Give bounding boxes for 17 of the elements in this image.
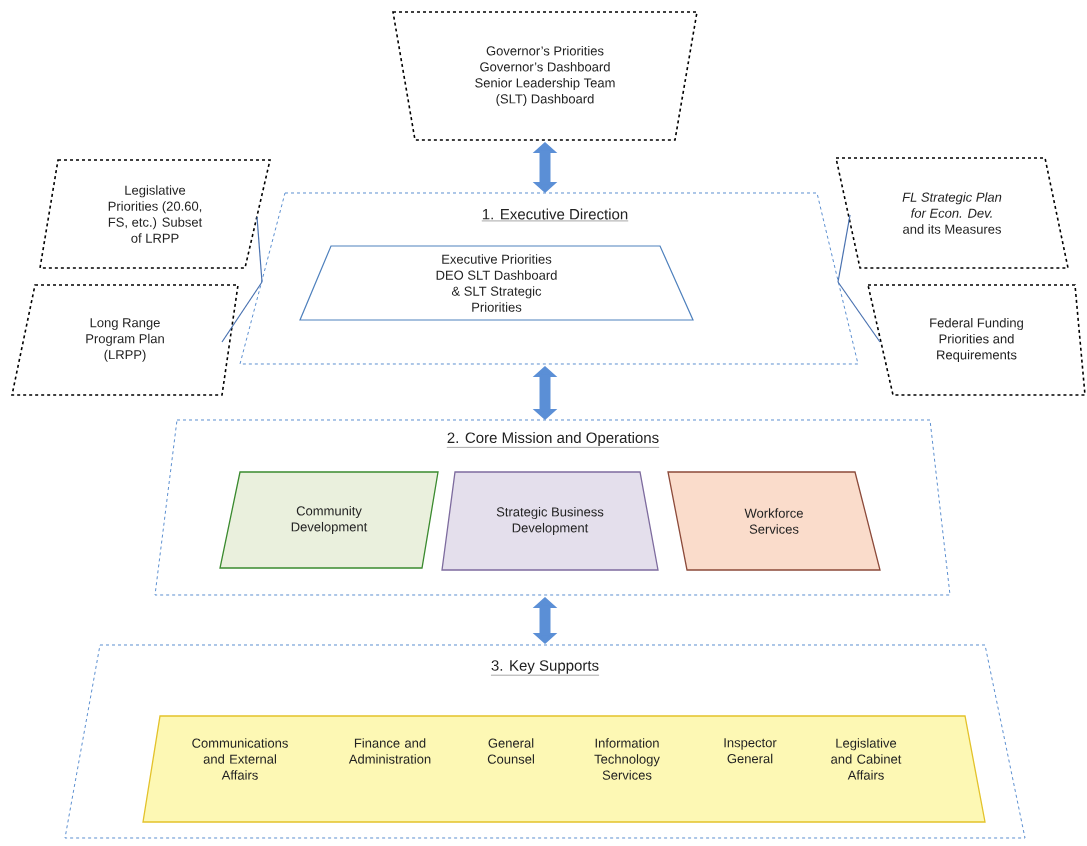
connector-line: [837, 281, 881, 343]
priorities-box: Executive Priorities DEO SLT Dashboard & SLT Strategic Priorities: [299, 245, 694, 321]
connector-line: [256, 216, 263, 283]
dashed-parallelogram: Governor’s Priorities Governor’s Dashboard Senior Leadership Team (SLT) Dashboard: [392, 11, 698, 141]
division-box: Community Development: [219, 471, 439, 569]
division-box: Strategic Business Development: [441, 471, 659, 571]
dashed-parallelogram: Federal Funding Priorities and Requirements: [867, 284, 1086, 396]
connector-line: [221, 281, 263, 343]
dashed-parallelogram: Long Range Program Plan (LRPP): [11, 284, 239, 396]
dashed-parallelogram: Legislative Priorities (20.60, FS, etc.) Subset of LRPP: [39, 159, 271, 269]
connector-line: [837, 214, 851, 283]
dashed-parallelogram: FL Strategic Plan for Econ. Dev. and its Measures: [835, 157, 1069, 269]
double-arrow: [532, 597, 558, 644]
support-box: Communications and External Affairs Finance and Administration General Counsel Information Technology Services Inspector General Legislative and Cabinet Affairs: [142, 715, 986, 823]
double-arrow: [532, 366, 558, 420]
division-box: Workforce Services: [667, 471, 881, 571]
double-arrow: [532, 142, 558, 193]
